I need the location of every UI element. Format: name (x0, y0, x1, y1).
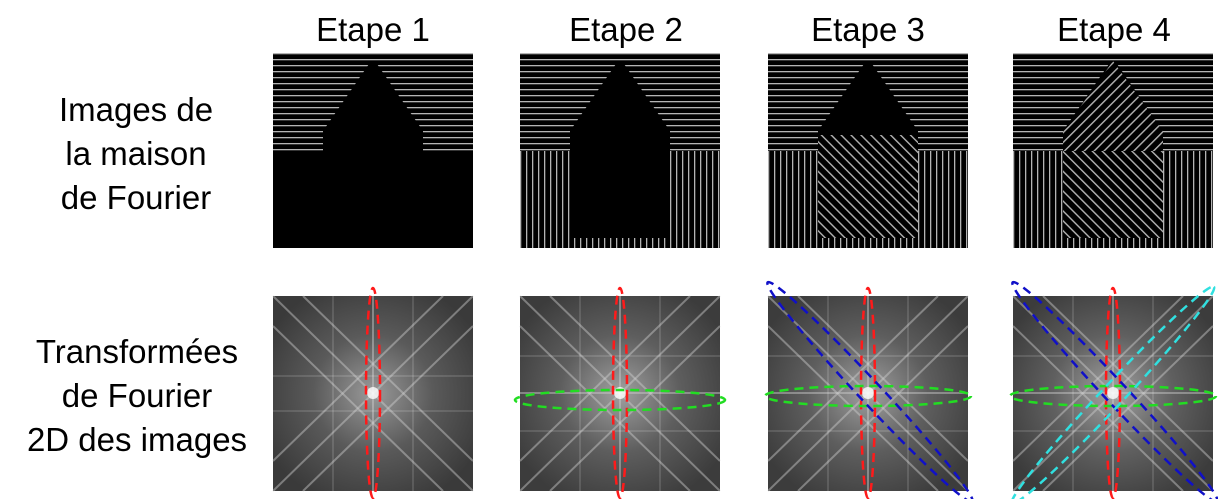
house-image-step-3 (768, 53, 968, 248)
row-label-fourier: Transformées de Fourier 2D des images (2, 330, 272, 462)
red-dashed-ellipse (1104, 286, 1122, 499)
red-dashed-ellipse (859, 286, 877, 499)
red-dashed-ellipse (611, 286, 629, 499)
row-label-images: Images de la maison de Fourier (20, 88, 252, 220)
fourier-image-step-3 (763, 280, 974, 499)
step-title-3: Etape 3 (811, 11, 925, 48)
house-image-step-2 (520, 53, 720, 248)
red-dashed-ellipse (364, 286, 382, 499)
step-title-2: Etape 2 (569, 11, 683, 48)
row-label-fourier-line-1: Transformées (35, 333, 239, 370)
house-image-step-4 (1013, 53, 1213, 248)
blue-dashed-ellipse (766, 280, 974, 499)
house-image-step-1 (273, 53, 473, 248)
green-dashed-ellipse (1008, 384, 1218, 408)
row-label-fourier-line-3: 2D des images (26, 421, 248, 458)
row-label-images-line-2: la maison (65, 135, 207, 172)
blue-dashed-ellipse (1011, 280, 1218, 499)
green-dashed-ellipse (513, 388, 727, 412)
fourier-image-step-2 (513, 286, 727, 499)
step-title-4: Etape 4 (1057, 11, 1171, 48)
row-label-fourier-line-2: de Fourier (61, 377, 213, 414)
fourier-image-step-1 (272, 286, 474, 499)
row-label-images-line-3: de Fourier (60, 179, 212, 216)
green-dashed-ellipse (763, 384, 973, 408)
cyan-dashed-ellipse (1010, 285, 1216, 499)
step-title-1: Etape 1 (316, 11, 430, 48)
row-label-images-line-1: Images de (58, 91, 214, 128)
fourier-image-step-4 (1008, 280, 1218, 499)
